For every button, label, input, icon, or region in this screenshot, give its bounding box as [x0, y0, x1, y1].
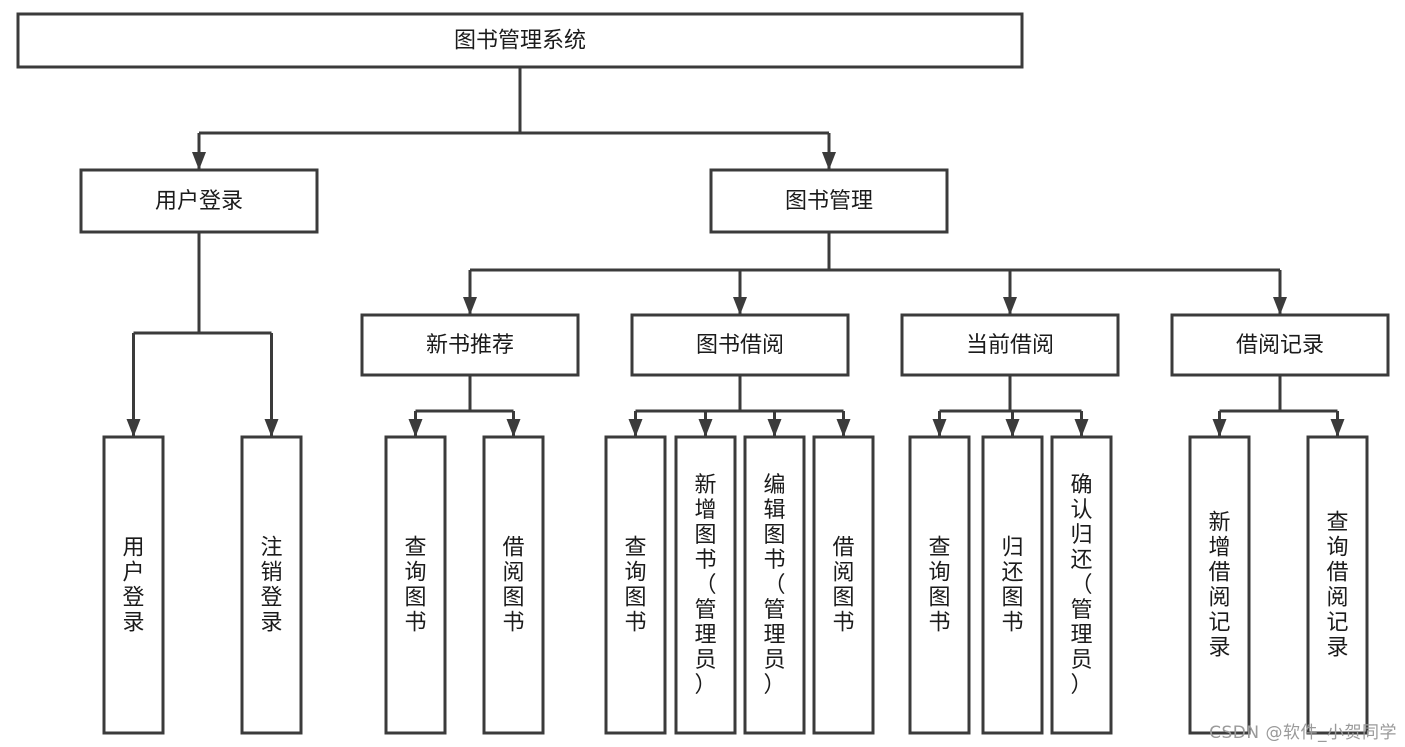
- node-label: 注销登录: [260, 536, 282, 636]
- node-box: [630, 313, 850, 377]
- node-box: [79, 168, 319, 234]
- node-new-book-recommend[interactable]: 新书推荐: [360, 313, 580, 377]
- node-leaf-add-borrow-record[interactable]: 新增借阅记录: [1188, 435, 1251, 735]
- node-leaf-query-book-rec[interactable]: 查询图书: [384, 435, 447, 735]
- node-book-borrow[interactable]: 图书借阅: [630, 313, 850, 377]
- csdn-watermark: CSDN @软件_小贺同学: [1209, 723, 1397, 743]
- node-leaf-query-book-borrow[interactable]: 查询图书: [604, 435, 667, 735]
- node-label: 借阅记录: [1236, 333, 1324, 358]
- node-box: [674, 435, 737, 735]
- node-label: 用户登录: [155, 189, 243, 214]
- node-box: [908, 435, 971, 735]
- node-label: 图书借阅: [696, 333, 784, 358]
- node-label: 确认归还（管理员）: [1070, 473, 1092, 698]
- node-label: 归还图书: [1001, 536, 1023, 636]
- node-label: 新增借阅记录: [1208, 511, 1230, 661]
- node-borrow-record[interactable]: 借阅记录: [1170, 313, 1390, 377]
- node-label: 用户登录: [122, 536, 144, 636]
- arrow-head: [932, 419, 947, 437]
- node-label: 新增图书（管理员）: [694, 473, 716, 698]
- arrow-head: [1074, 419, 1089, 437]
- node-label: 查询图书: [928, 536, 950, 636]
- arrow-head: [506, 419, 521, 437]
- node-label: 借阅图书: [502, 536, 524, 636]
- node-box: [16, 12, 1024, 69]
- node-leaf-add-book-admin[interactable]: 新增图书（管理员）: [674, 435, 737, 735]
- arrow-head: [698, 419, 713, 437]
- arrow-head: [192, 152, 206, 170]
- node-leaf-logout-login[interactable]: 注销登录: [240, 435, 303, 735]
- node-box: [1188, 435, 1251, 735]
- arrow-head: [264, 419, 279, 437]
- node-leaf-borrow-book-rec[interactable]: 借阅图书: [482, 435, 545, 735]
- arrow-head: [1273, 297, 1287, 315]
- arrow-head: [767, 419, 782, 437]
- arrow-head: [1003, 297, 1017, 315]
- node-label: 编辑图书（管理员）: [763, 473, 785, 698]
- arrow-head: [1212, 419, 1227, 437]
- node-user-login[interactable]: 用户登录: [79, 168, 319, 234]
- node-leaf-confirm-return-admin[interactable]: 确认归还（管理员）: [1050, 435, 1113, 735]
- arrow-head: [126, 419, 141, 437]
- arrow-head: [836, 419, 851, 437]
- arrow-head: [463, 297, 477, 315]
- arrow-head: [1330, 419, 1345, 437]
- node-box: [743, 435, 806, 735]
- node-leaf-query-borrow-record[interactable]: 查询借阅记录: [1306, 435, 1369, 735]
- node-current-borrow[interactable]: 当前借阅: [900, 313, 1120, 377]
- nodes-layer: 图书管理系统用户登录图书管理新书推荐图书借阅当前借阅借阅记录用户登录注销登录查询…: [16, 12, 1390, 735]
- arrow-head: [408, 419, 423, 437]
- node-label: 查询借阅记录: [1326, 511, 1348, 661]
- node-label: 图书管理: [785, 189, 873, 214]
- node-box: [102, 435, 165, 735]
- node-label: 查询图书: [624, 536, 646, 636]
- arrow-head: [628, 419, 643, 437]
- arrow-head: [733, 297, 747, 315]
- node-box: [812, 435, 875, 735]
- node-root[interactable]: 图书管理系统: [16, 12, 1024, 69]
- node-label: 图书管理系统: [454, 29, 586, 54]
- node-box: [384, 435, 447, 735]
- node-box: [1170, 313, 1390, 377]
- node-box: [1306, 435, 1369, 735]
- node-leaf-query-book-cur[interactable]: 查询图书: [908, 435, 971, 735]
- node-box: [981, 435, 1044, 735]
- node-box: [604, 435, 667, 735]
- node-box: [1050, 435, 1113, 735]
- node-box: [240, 435, 303, 735]
- node-box: [360, 313, 580, 377]
- arrow-head: [1005, 419, 1020, 437]
- node-label: 当前借阅: [966, 333, 1054, 358]
- node-label: 查询图书: [404, 536, 426, 636]
- node-label: 新书推荐: [426, 333, 514, 358]
- node-label: 借阅图书: [832, 536, 854, 636]
- node-leaf-borrow-book[interactable]: 借阅图书: [812, 435, 875, 735]
- node-leaf-return-book[interactable]: 归还图书: [981, 435, 1044, 735]
- connectors-layer: [126, 67, 1345, 437]
- node-box: [482, 435, 545, 735]
- node-leaf-edit-book-admin[interactable]: 编辑图书（管理员）: [743, 435, 806, 735]
- node-box: [900, 313, 1120, 377]
- node-leaf-user-login[interactable]: 用户登录: [102, 435, 165, 735]
- node-book-manage[interactable]: 图书管理: [709, 168, 949, 234]
- arrow-head: [822, 152, 836, 170]
- node-box: [709, 168, 949, 234]
